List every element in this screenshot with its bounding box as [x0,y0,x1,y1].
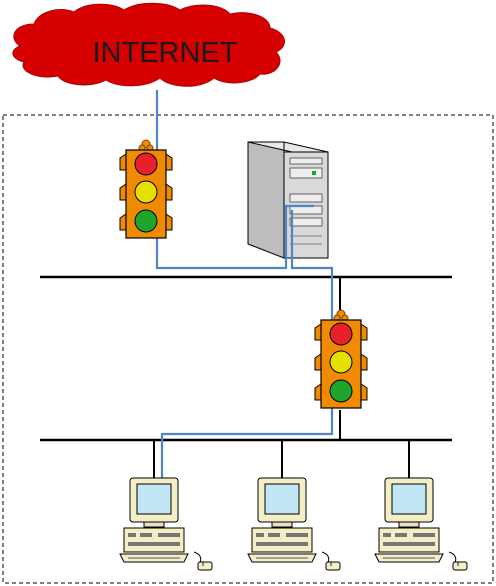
network-boundary [2,114,494,584]
internet-label: INTERNET [93,37,238,69]
server-tower-icon [247,141,329,259]
workstation-2 [247,477,341,571]
workstation-3 [374,477,468,571]
cloud-icon: INTERNET [12,2,285,87]
mouse-icon [448,551,468,571]
firewall-traffic-light-outer [119,139,173,239]
workstation-1 [119,477,213,571]
firewall-traffic-light-inner [314,309,368,409]
desktop-computer-icon [247,477,317,563]
desktop-computer-icon [374,477,444,563]
mouse-icon [193,551,213,571]
mouse-icon [321,551,341,571]
desktop-computer-icon [119,477,189,563]
